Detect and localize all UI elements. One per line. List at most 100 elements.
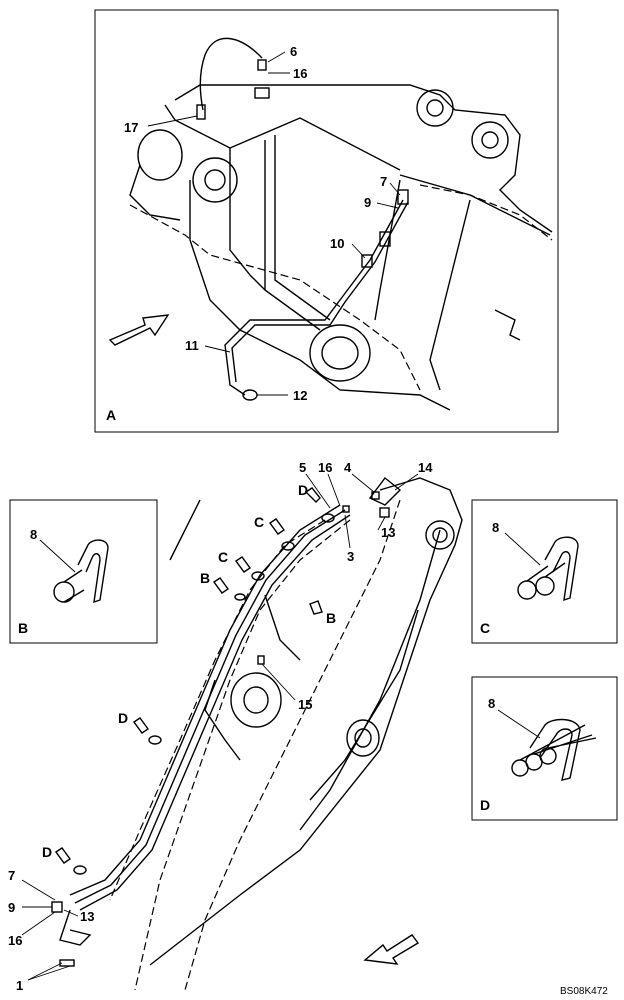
- leader-m4: [351, 473, 375, 493]
- leader-a17: [147, 115, 198, 127]
- leader-b8: [39, 539, 76, 573]
- boom-right-outline: [149, 477, 463, 966]
- view-a-label: A: [106, 407, 116, 423]
- pipe-c1-end: [517, 580, 537, 600]
- leader-m14: [394, 473, 419, 491]
- view-direction-arrow: [363, 934, 420, 965]
- fitting-m5: [342, 505, 350, 513]
- callout-a-16: 16: [293, 66, 307, 81]
- pipe-c2-end: [535, 576, 555, 596]
- top-plate: [164, 104, 401, 171]
- fitting-m15: [257, 655, 265, 665]
- pin-boss-left: [192, 157, 238, 203]
- arrow-label-d1: D: [298, 482, 308, 498]
- callout-a-10: 10: [330, 236, 344, 251]
- view-d-label: D: [480, 797, 490, 813]
- callout-m-5: 5: [299, 460, 306, 475]
- callout-m-16: 16: [318, 460, 332, 475]
- callout-b-8: 8: [30, 527, 37, 542]
- fitting-12: [242, 389, 258, 401]
- boom-pin-hole-top: [432, 527, 448, 543]
- clamp-c-1: [281, 541, 295, 551]
- clamp-d-strap: [529, 718, 581, 781]
- lower-outline: [189, 180, 451, 411]
- leader-m7: [21, 879, 56, 901]
- view-a-frame: [94, 9, 559, 433]
- boom-hidden-left: [134, 519, 351, 991]
- cut-edge: [494, 309, 521, 341]
- pin-hole-right: [481, 131, 499, 149]
- leader-a11: [204, 345, 231, 353]
- leader-d8: [497, 709, 541, 739]
- boom-pin-boss-center: [346, 719, 380, 757]
- callout-m-1: 1: [16, 978, 23, 993]
- grease-line-1: [69, 504, 341, 896]
- clamp-b-strap: [77, 539, 109, 604]
- view-c-label: C: [480, 620, 490, 636]
- leader-a9: [376, 202, 399, 209]
- view-c-frame: [471, 499, 618, 644]
- boom-pin-hole-center: [354, 728, 372, 748]
- fitting-m9: [51, 901, 63, 913]
- grease-pipe-2: [231, 201, 409, 383]
- leader-m13: [377, 516, 386, 531]
- view-d-panel: 8 D: [471, 676, 618, 821]
- callout-m-16b: 16: [8, 933, 22, 948]
- boom-pin-boss-left: [230, 672, 282, 728]
- arrow-b-2: [309, 600, 323, 615]
- grease-line-3: [79, 514, 351, 911]
- callout-m-7: 7: [8, 868, 15, 883]
- grease-line-2: [74, 509, 346, 904]
- leader-m5: [305, 473, 331, 509]
- lower-hose: [59, 909, 92, 946]
- boom-pin-hole-left: [243, 686, 269, 714]
- grease-hose: [199, 37, 263, 111]
- inner-edge-2: [429, 199, 471, 391]
- view-arrow-a: [108, 314, 170, 346]
- arrow-b-1: [213, 577, 229, 594]
- leader-m3: [344, 514, 351, 549]
- pin-hole-top: [426, 99, 444, 117]
- cylinder-end: [137, 129, 183, 181]
- callout-m-15: 15: [298, 697, 312, 712]
- side-plate-edge: [264, 140, 321, 331]
- pipe-b-body: [63, 569, 85, 603]
- boom-hidden-center: [184, 499, 401, 991]
- clamp-b-1: [234, 593, 246, 601]
- view-d-frame: [471, 676, 618, 821]
- arrow-label-d2: D: [118, 710, 128, 726]
- arrow-label-d3: D: [42, 844, 52, 860]
- leader-m16b: [21, 911, 56, 936]
- fitting-7: [397, 189, 409, 205]
- leader-c8: [504, 532, 541, 566]
- callout-a-11: 11: [185, 338, 199, 353]
- arrow-d-mid: [133, 717, 149, 734]
- pin-boss-top: [416, 89, 454, 127]
- pin-hole-left: [204, 169, 226, 191]
- branch-line: [264, 594, 301, 661]
- cylinder-body: [129, 164, 181, 221]
- leader-m13b: [63, 909, 79, 917]
- fitting-17: [196, 104, 206, 120]
- callout-a-9: 9: [364, 195, 371, 210]
- pin-hole-bottom: [321, 336, 359, 370]
- callout-m-3: 3: [347, 549, 354, 564]
- front-edge: [229, 148, 266, 291]
- clamp-c-strap: [544, 536, 579, 602]
- callout-a-7: 7: [380, 174, 387, 189]
- leader-m1b: [27, 965, 71, 981]
- callout-a-12: 12: [293, 388, 307, 403]
- view-b-label: B: [18, 620, 28, 636]
- boom-top-outline: [174, 84, 553, 233]
- clamp-d-low: [73, 865, 87, 875]
- pipe-d3-end: [539, 747, 557, 765]
- fitting-10-upper: [379, 231, 391, 247]
- view-a-panel: 6 16 17 7 9 10 11 12 A: [94, 9, 559, 433]
- callout-m-13: 13: [381, 525, 395, 540]
- callout-m-14: 14: [418, 460, 433, 475]
- hidden-edge: [129, 204, 421, 391]
- arrow-label-b2: B: [326, 610, 336, 626]
- arrow-label-c2: C: [218, 549, 228, 565]
- boom-cylinder-bracket: [204, 679, 241, 761]
- side-plate-edge-2: [274, 135, 331, 321]
